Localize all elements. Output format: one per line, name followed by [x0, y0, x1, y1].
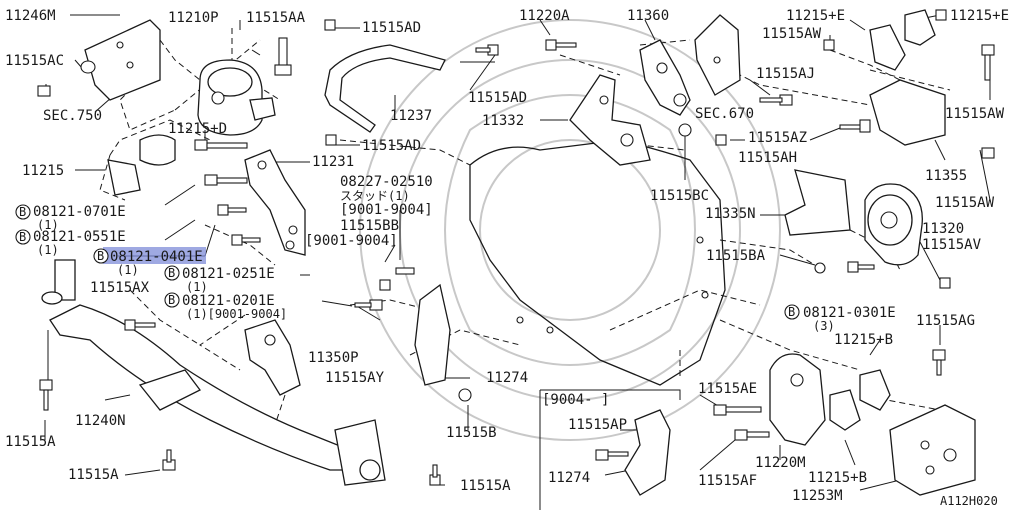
label-08121-0301e: 08121-0301E	[803, 305, 896, 321]
label-11231: 11231	[312, 154, 354, 170]
label-11360: 11360	[627, 8, 669, 24]
label-11515ay: 11515AY	[325, 370, 385, 386]
bracket-11253m	[889, 404, 976, 496]
label-11515ae: 11515AE	[698, 381, 757, 397]
pad-11215e-right	[904, 9, 936, 46]
part-illustrations	[37, 9, 995, 496]
label-11515b: 11515B	[446, 425, 497, 441]
label-9004: [9004- ]	[542, 392, 609, 408]
label-11215b-lower: 11215+B	[808, 470, 867, 486]
label-11515a-bottom: 11515A	[68, 467, 119, 483]
label-11515bb: 11515BB	[340, 218, 399, 234]
label-11515aw-top: 11515AW	[762, 26, 822, 42]
bracket-11274-center	[414, 283, 451, 386]
label-qty-1a: (1)	[37, 218, 59, 232]
label-08121-0201e: 08121-0201E	[182, 293, 275, 309]
label-11515az: 11515AZ	[748, 130, 807, 146]
label-11215e-right: 11215+E	[950, 8, 1009, 24]
label-08121-0551e: 08121-0551E	[33, 229, 126, 245]
pad-11215d	[139, 134, 176, 166]
label-11246m: 11246M	[5, 8, 56, 24]
bracket-sec670	[694, 14, 741, 96]
label-11515ag: 11515AG	[916, 313, 975, 329]
svg-text:B: B	[19, 205, 26, 219]
svg-text:B: B	[168, 293, 175, 307]
circle-marks: B B B B B B	[15, 204, 800, 320]
pad-11215b-lower	[829, 389, 861, 431]
label-11515ba: 11515BA	[706, 248, 766, 264]
label-qty-1c: (1)	[117, 263, 139, 277]
label-11515af: 11515AF	[698, 473, 757, 489]
label-qty-3: (3)	[813, 319, 835, 333]
label-11237: 11237	[390, 108, 432, 124]
label-11253m: 11253M	[792, 488, 843, 504]
engine-block	[469, 139, 726, 386]
label-11215b-upper: 11215+B	[834, 332, 893, 348]
strap-11237	[324, 44, 446, 133]
highlighted-part-number[interactable]	[103, 247, 206, 264]
label-11515ap: 11515AP	[568, 417, 627, 433]
mount-11220m	[769, 353, 826, 446]
label-9001-a: [9001-9004]	[340, 202, 433, 218]
label-11355: 11355	[925, 168, 967, 184]
mount-11350p	[244, 319, 301, 396]
label-11215: 11215	[22, 163, 64, 179]
label-11210p: 11210P	[168, 10, 219, 26]
label-11515a-left: 11515A	[5, 434, 56, 450]
pad-11215e-left	[869, 24, 906, 71]
label-11350p: 11350P	[308, 350, 359, 366]
label-sec750: SEC.750	[43, 108, 102, 124]
label-11274-inset: 11274	[548, 470, 590, 486]
bracket-11332	[569, 74, 651, 166]
label-11515aa: 11515AA	[246, 10, 306, 26]
bracket-11355	[869, 79, 946, 146]
bracket-11246m	[84, 19, 161, 101]
label-11240n: 11240N	[75, 413, 126, 429]
label-11515ad-mid: 11515AD	[362, 138, 421, 154]
label-11515ah: 11515AH	[738, 150, 797, 166]
label-11515ac: 11515AC	[5, 53, 64, 69]
part-labels: 11246M 11210P 11515AA 11515AD 11220A 113…	[5, 8, 1009, 508]
label-11215e-left: 11215+E	[786, 8, 845, 24]
label-qty-1d: (1)	[186, 280, 208, 294]
pad-11215b-upper	[859, 369, 891, 411]
label-11320: 11320	[922, 221, 964, 237]
label-08121-0701e: 08121-0701E	[33, 204, 126, 220]
label-11515a-center: 11515A	[460, 478, 511, 494]
label-11274-center: 11274	[486, 370, 528, 386]
label-9001-b: [9001-9004]	[305, 233, 398, 249]
label-11215d: 11215+D	[168, 121, 227, 137]
bracket-11335n	[784, 169, 851, 236]
label-qty-1b: (1)	[37, 243, 59, 257]
label-stud: スタッド(1)	[340, 189, 410, 203]
label-11220a: 11220A	[519, 8, 570, 24]
label-11220m: 11220M	[755, 455, 806, 471]
label-11515aw-lower: 11515AW	[935, 195, 995, 211]
svg-text:B: B	[168, 266, 175, 280]
label-08227-02510: 08227-02510	[340, 174, 433, 190]
diagram-code: A112H020	[940, 494, 998, 508]
label-08121-0401e: 08121-0401E	[110, 249, 203, 265]
label-11515bc: 11515BC	[650, 188, 709, 204]
label-11515ad-right: 11515AD	[468, 90, 527, 106]
label-11515ad-top: 11515AD	[362, 20, 421, 36]
svg-text:B: B	[19, 230, 26, 244]
label-11515aw-right: 11515AW	[945, 106, 1005, 122]
label-11515ax: 11515AX	[90, 280, 150, 296]
label-08121-0251e: 08121-0251E	[182, 266, 275, 282]
label-11332: 11332	[482, 113, 524, 129]
svg-text:B: B	[97, 249, 104, 263]
label-qty-1e: (1)[9001-9004]	[186, 307, 287, 321]
pad-11215	[107, 159, 141, 196]
label-11515av: 11515AV	[922, 237, 982, 253]
label-11515aj: 11515AJ	[756, 66, 815, 82]
crossmember-11240n	[49, 304, 362, 471]
bracket-11274-inset	[624, 409, 671, 496]
label-sec670: SEC.670	[695, 106, 754, 122]
svg-text:B: B	[788, 305, 795, 319]
label-11335n: 11335N	[705, 206, 756, 222]
